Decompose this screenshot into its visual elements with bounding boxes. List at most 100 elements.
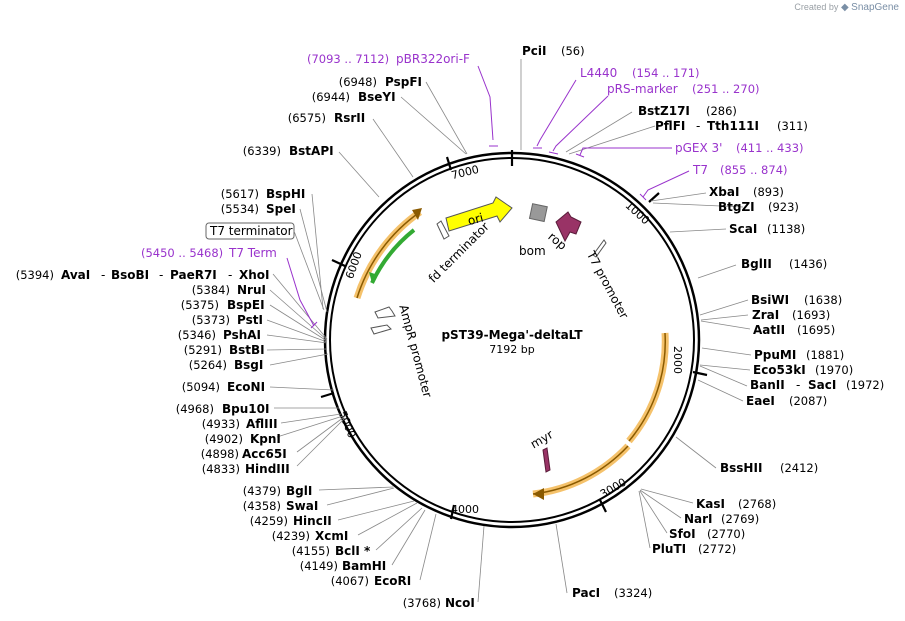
enzyme-banii[interactable]: BanII: [750, 378, 785, 392]
enzyme-tth111i-pos: (311): [777, 119, 808, 133]
enzyme-nrui[interactable]: NruI: [237, 283, 266, 297]
enzyme-bsiwi[interactable]: BsiWI: [751, 293, 789, 307]
enzyme-scai[interactable]: ScaI: [729, 222, 757, 236]
enzyme-afliii[interactable]: AflIII: [246, 417, 278, 431]
enzyme-bcli[interactable]: BclI *: [335, 544, 371, 558]
feature-arc-orange-bottom-core: [532, 445, 629, 495]
primer-labels: (7093 .. 7112) pBR322ori-F L4440 (154 ..…: [141, 52, 804, 260]
enzyme-kasi[interactable]: KasI: [696, 497, 725, 511]
feature-arc-orange-right[interactable]: [626, 332, 669, 444]
enzyme-ncoi[interactable]: NcoI: [445, 596, 475, 610]
bom-marker[interactable]: [528, 203, 548, 223]
enzyme-aatii[interactable]: AatII: [753, 323, 785, 337]
enzyme-labels-right: PciI (56) BstZ17I (286) PflFI - Tth111I …: [522, 44, 884, 600]
tick-3000: [599, 499, 607, 513]
enzyme-psti[interactable]: PstI: [237, 313, 263, 327]
enzyme-hincii[interactable]: HincII: [293, 514, 332, 528]
primer-l4440-name[interactable]: L4440: [580, 66, 617, 80]
enzyme-paci[interactable]: PacI: [572, 586, 600, 600]
primer-pbr322-range: (7093 .. 7112): [307, 52, 389, 66]
enzyme-econi[interactable]: EcoNI: [227, 380, 265, 394]
enzyme-bgli[interactable]: BglI: [286, 484, 312, 498]
enzyme-bsphi[interactable]: BspHI: [266, 187, 305, 201]
enzyme-kasi-pos: (2768): [738, 497, 776, 511]
enzyme-bspei[interactable]: BspEI: [227, 298, 265, 312]
enzyme-pflfi[interactable]: PflFI: [655, 119, 685, 133]
enzyme-banii-sep: -: [796, 378, 800, 392]
ampr-promoter-label: AmpR promoter: [396, 303, 434, 399]
ampr-promoter-marker-1[interactable]: [374, 306, 396, 319]
plasmid-length: 7192 bp: [489, 343, 534, 356]
enzyme-bstz17i[interactable]: BstZ17I: [638, 104, 690, 118]
myr-marker[interactable]: [542, 447, 551, 473]
enzyme-nari[interactable]: NarI: [684, 512, 713, 526]
enzyme-xbai[interactable]: XbaI: [709, 185, 739, 199]
enzyme-sfoi[interactable]: SfoI: [669, 527, 696, 541]
primer-l4440-range: (154 .. 171): [632, 66, 700, 80]
fd-terminator-marker[interactable]: [436, 220, 450, 240]
enzyme-psti-pos: (5373): [192, 313, 230, 327]
enzyme-ppumi[interactable]: PpuMI: [754, 348, 796, 362]
enzyme-bstapi[interactable]: BstAPI: [289, 144, 334, 158]
t7-promoter-label: T7 promoter: [583, 248, 631, 321]
ori-label: ori: [466, 210, 485, 228]
enzyme-bsobi-sep: -: [159, 268, 163, 282]
enzyme-kpni[interactable]: KpnI: [250, 432, 281, 446]
feature-arc-orange-left-core: [356, 211, 421, 299]
primer-leader-lines: [286, 65, 690, 329]
enzyme-zrai[interactable]: ZraI: [752, 308, 779, 322]
enzyme-xcmi-pos: (4239): [272, 529, 310, 543]
enzyme-bsshii[interactable]: BssHII: [720, 461, 762, 475]
enzyme-bsobi[interactable]: BsoBI: [111, 268, 149, 282]
enzyme-xcmi[interactable]: XcmI: [315, 529, 348, 543]
enzyme-bseyi[interactable]: BseYI: [358, 90, 396, 104]
enzyme-bamhi[interactable]: BamHI: [342, 559, 386, 573]
enzyme-paer7i[interactable]: PaeR7I: [170, 268, 217, 282]
enzyme-rsrii[interactable]: RsrII: [334, 111, 365, 125]
primer-pgex-range: (411 .. 433): [736, 141, 804, 155]
rop-arrow[interactable]: [555, 211, 582, 243]
enzyme-acc65i[interactable]: Acc65I: [242, 447, 287, 461]
enzyme-bpu10i[interactable]: Bpu10I: [222, 402, 269, 416]
ampr-promoter-marker-2[interactable]: [370, 324, 392, 335]
enzyme-hindiii[interactable]: HindIII: [245, 462, 290, 476]
primer-pgex-name[interactable]: pGEX 3': [675, 141, 722, 155]
primer-t7term-name[interactable]: T7 Term: [228, 246, 277, 260]
enzyme-avai[interactable]: AvaI: [61, 268, 90, 282]
enzyme-swai-pos: (4358): [243, 499, 281, 513]
enzyme-xhoi[interactable]: XhoI: [239, 268, 270, 282]
enzyme-bsgi[interactable]: BsgI: [234, 358, 263, 372]
t7-promoter-marker[interactable]: [592, 239, 607, 258]
enzyme-zrai-pos: (1693): [792, 308, 830, 322]
primer-t7-name[interactable]: T7: [692, 163, 708, 177]
enzyme-bglii[interactable]: BglII: [741, 257, 772, 271]
enzyme-eaei[interactable]: EaeI: [746, 394, 775, 408]
ori-arrow[interactable]: [445, 196, 513, 232]
enzyme-eco53ki-pos: (1970): [815, 363, 853, 377]
enzyme-bsgi-pos: (5264): [189, 358, 227, 372]
enzyme-pflfi-sep: -: [696, 119, 700, 133]
enzyme-bgli-pos: (4379): [243, 484, 281, 498]
enzyme-pshai[interactable]: PshAI: [223, 328, 261, 342]
enzyme-pspfi[interactable]: PspFI: [385, 75, 422, 89]
enzyme-bsiwi-pos: (1638): [804, 293, 842, 307]
enzyme-bglii-pos: (1436): [789, 257, 827, 271]
watermark-brand: SnapGene: [851, 2, 899, 13]
enzyme-tth111i[interactable]: Tth111I: [707, 119, 759, 133]
enzyme-ecori[interactable]: EcoRI: [374, 574, 411, 588]
enzyme-btgzi[interactable]: BtgZI: [718, 200, 755, 214]
enzyme-eco53ki[interactable]: Eco53kI: [753, 363, 806, 377]
enzyme-ppumi-pos: (1881): [806, 348, 844, 362]
enzyme-pcii[interactable]: PciI: [522, 44, 547, 58]
enzyme-saci[interactable]: SacI: [808, 378, 836, 392]
enzyme-swai[interactable]: SwaI: [286, 499, 318, 513]
enzyme-paci-pos: (3324): [614, 586, 652, 600]
enzyme-pluti[interactable]: PluTI: [652, 542, 686, 556]
enzyme-pluti-pos: (2772): [698, 542, 736, 556]
primer-prs-name[interactable]: pRS-marker: [607, 82, 678, 96]
primer-pbr322-name[interactable]: pBR322ori-F: [396, 52, 470, 66]
fd-terminator-label: fd terminator: [426, 219, 492, 285]
enzyme-kpni-pos: (4902): [205, 432, 243, 446]
enzyme-bstbi[interactable]: BstBI: [229, 343, 265, 357]
enzyme-spei[interactable]: SpeI: [266, 202, 296, 216]
